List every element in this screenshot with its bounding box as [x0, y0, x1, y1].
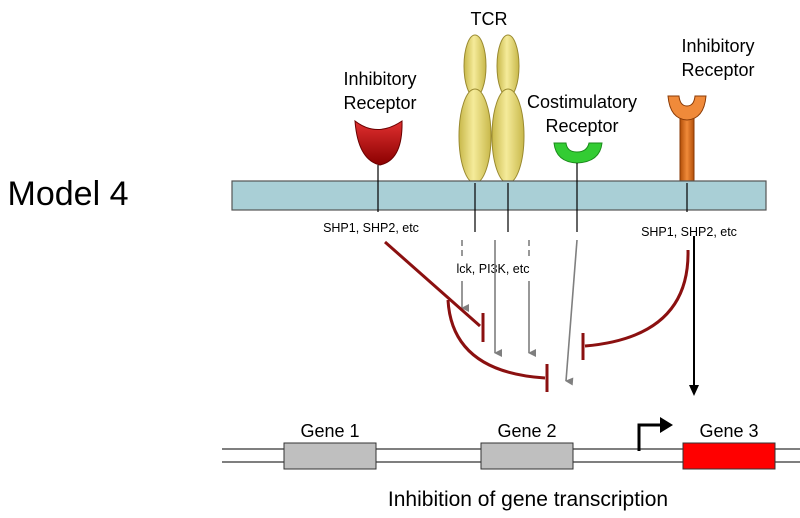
inhibitory-receptor-left-label-line2: Receptor	[343, 93, 416, 113]
caption: Inhibition of gene transcription	[388, 488, 668, 511]
signal-right-label: SHP1, SHP2, etc	[641, 225, 737, 239]
costimulatory-receptor-label-line2: Receptor	[545, 116, 618, 136]
model-label: Model 4	[8, 175, 129, 213]
gene-1-box	[283, 442, 377, 470]
transcription-start-arrow	[637, 417, 673, 451]
gene-3-box	[682, 442, 776, 470]
inhibitory-receptor-right-label-line1: Inhibitory	[681, 36, 754, 56]
gene-2-box	[480, 442, 574, 470]
activation-arrow-gene-3	[689, 236, 699, 396]
inhibitory-receptor-left-label-line1: Inhibitory	[343, 69, 416, 89]
gene-1-label: Gene 1	[300, 421, 359, 441]
inhibitory-receptor-left-shape	[354, 119, 403, 166]
receptor-tails	[377, 163, 688, 232]
activating-arrows	[461, 239, 578, 386]
tcr-label: TCR	[471, 9, 508, 29]
costimulatory-receptor-label-line1: Costimulatory	[527, 92, 637, 112]
costimulatory-receptor-shape	[553, 142, 603, 164]
gene-3-label: Gene 3	[699, 421, 758, 441]
inhibitory-receptor-right-shape	[667, 95, 707, 184]
inhibition-lines	[384, 240, 690, 392]
inhibitory-receptor-right-label-line2: Receptor	[681, 60, 754, 80]
signal-middle-label: lck, PI3K, etc	[457, 262, 530, 276]
tcr-receptor	[458, 34, 525, 184]
cell-membrane	[231, 180, 767, 211]
gene-2-label: Gene 2	[497, 421, 556, 441]
signal-left-label: SHP1, SHP2, etc	[323, 221, 419, 235]
